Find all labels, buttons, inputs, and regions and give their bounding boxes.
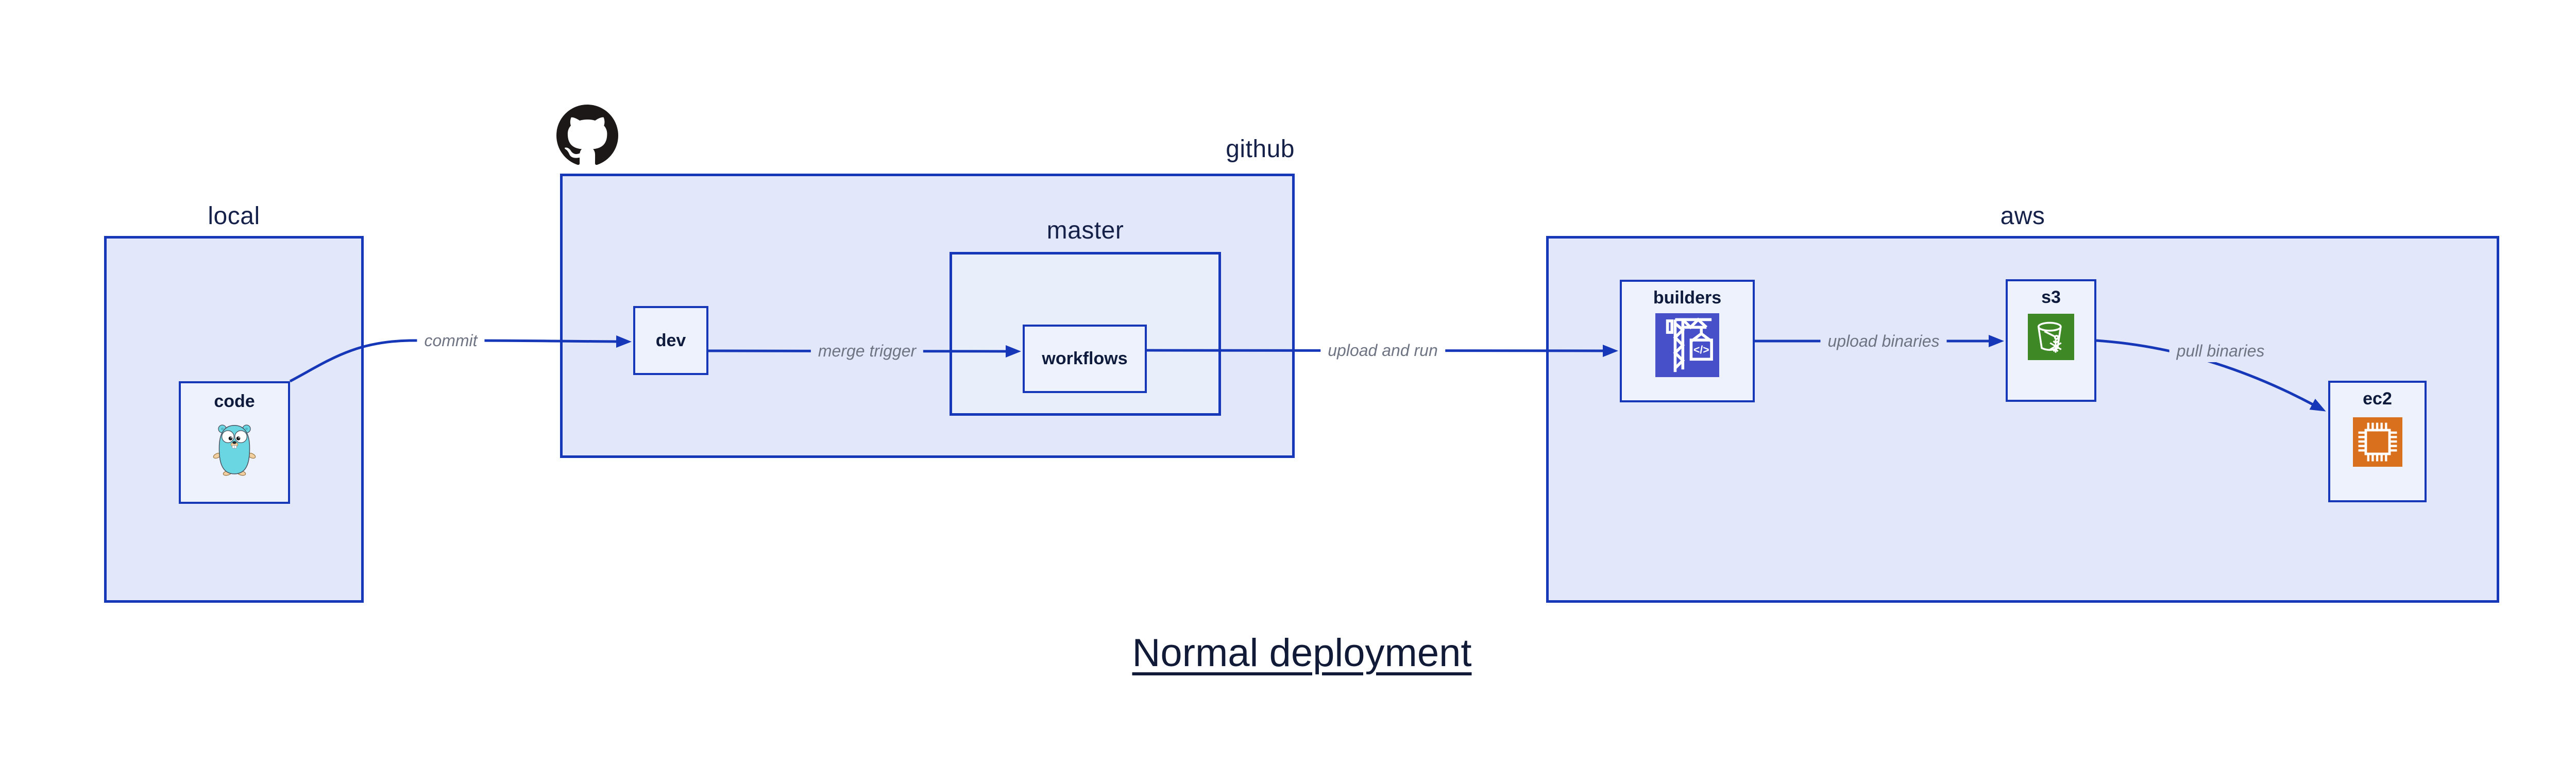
edge-pull-binaries-label: pull binaries	[2169, 339, 2272, 362]
node-code: code	[179, 381, 290, 504]
node-dev: dev	[633, 306, 708, 375]
container-master-label: master	[1046, 217, 1124, 244]
node-workflows-label: workflows	[1042, 349, 1128, 368]
node-builders-label: builders	[1653, 288, 1722, 308]
container-local-label: local	[208, 202, 260, 230]
edge-commit-label: commit	[417, 329, 485, 352]
aws-s3-glacier-bucket-icon	[2028, 314, 2074, 360]
container-github-label: github	[1226, 135, 1295, 163]
container-aws-label: aws	[2000, 202, 2045, 230]
crane-code-glyph: </>	[1693, 344, 1709, 356]
edge-upload-binaries-label: upload binaries	[1820, 330, 1947, 352]
node-s3-label: s3	[2041, 287, 2061, 307]
node-code-label: code	[214, 392, 255, 411]
node-ec2-label: ec2	[2363, 389, 2392, 409]
edge-upload-and-run-label: upload and run	[1320, 339, 1445, 362]
diagram-title: Normal deployment	[1132, 631, 1472, 675]
node-workflows: workflows	[1023, 325, 1147, 393]
node-s3: s3	[2006, 279, 2096, 402]
node-ec2: ec2	[2328, 381, 2427, 502]
node-dev-label: dev	[655, 330, 686, 350]
edge-merge-trigger-label: merge trigger	[810, 339, 924, 362]
github-octocat-logo-icon	[556, 105, 618, 165]
node-builders: builders </>	[1620, 280, 1755, 402]
aws-codebuild-crane-icon: </>	[1655, 313, 1719, 377]
go-gopher-icon	[213, 425, 256, 476]
aws-ec2-chip-icon	[2352, 417, 2402, 467]
